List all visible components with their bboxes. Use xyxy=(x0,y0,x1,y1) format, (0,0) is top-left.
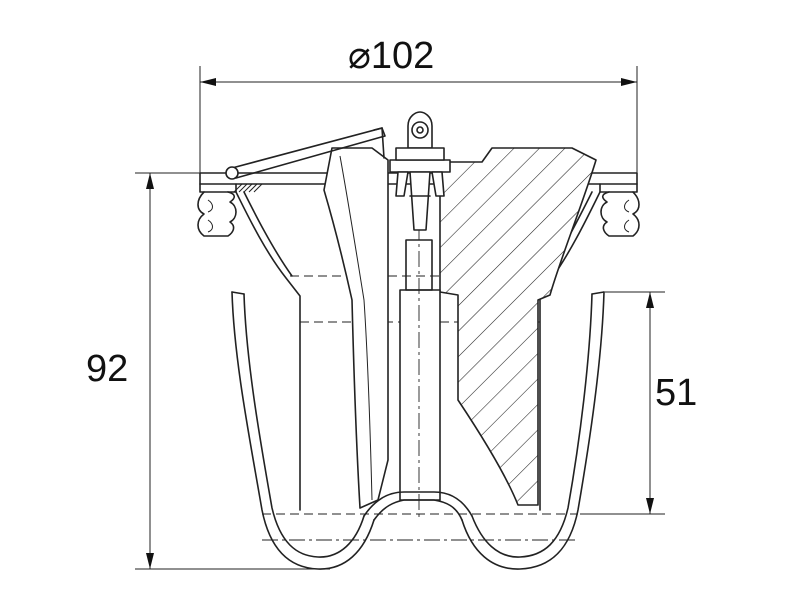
diameter-symbol: ⌀ xyxy=(348,35,371,77)
seal-ring-right xyxy=(600,191,640,237)
total-height-label: 92 xyxy=(86,348,128,390)
valve-knob xyxy=(389,111,451,231)
inner-height-label: 51 xyxy=(655,372,697,414)
seal-ring-left xyxy=(197,191,237,237)
bottom-trap xyxy=(363,491,473,521)
total-height-dimension: 92 xyxy=(86,172,330,570)
outer-cup xyxy=(231,291,605,570)
diameter-label: ⌀102 xyxy=(348,35,434,77)
diameter-value: 102 xyxy=(371,35,434,77)
inner-height-dimension: 51 xyxy=(580,291,697,515)
left-flap xyxy=(323,147,389,509)
lever-handle xyxy=(225,127,386,180)
diameter-dimension: ⌀102 xyxy=(199,35,638,175)
center-body-section xyxy=(399,147,597,520)
flange-hatch-left xyxy=(233,183,263,193)
